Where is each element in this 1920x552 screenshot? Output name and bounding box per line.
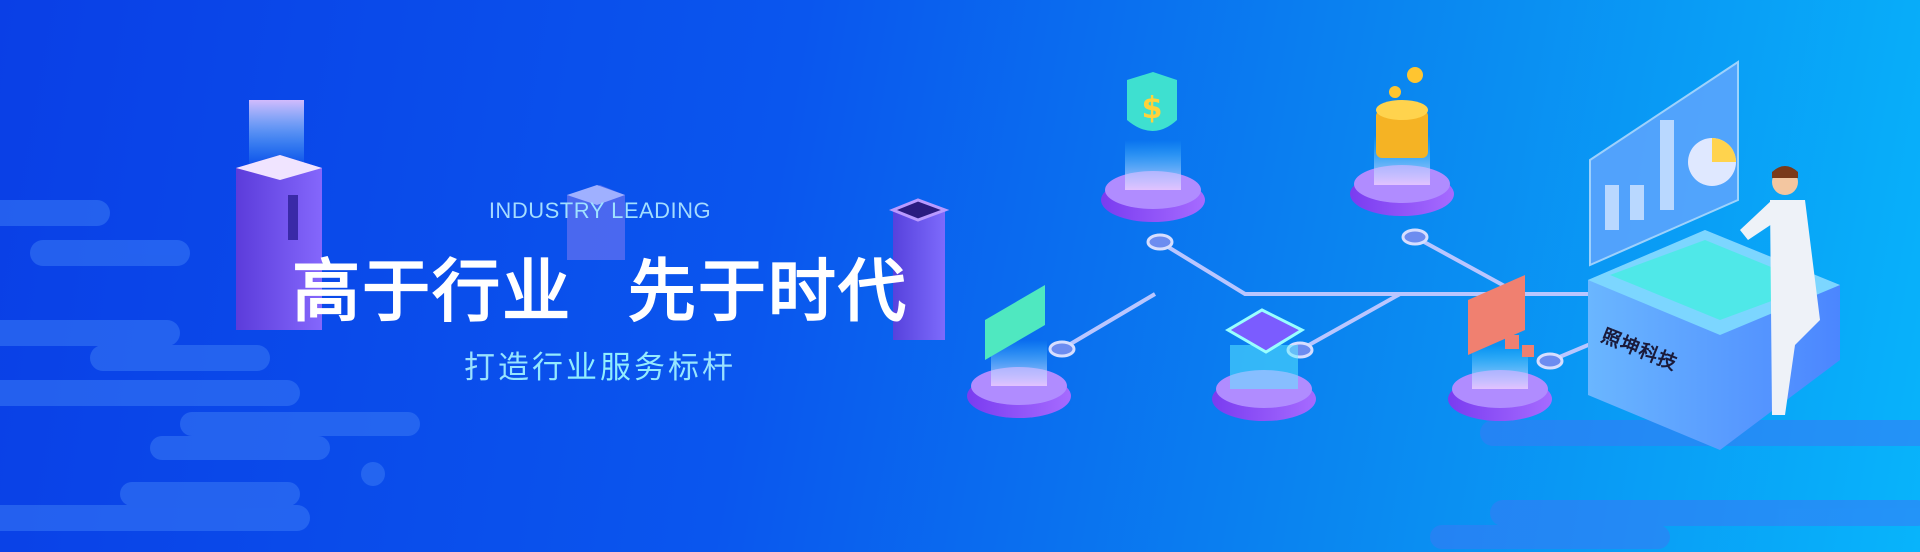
subtitle-english: INDUSTRY LEADING xyxy=(0,198,1200,224)
svg-text:$: $ xyxy=(1142,91,1163,126)
page-title: 高于行业 先于时代 xyxy=(292,253,908,332)
network-nodes xyxy=(1048,228,1564,370)
person-figure xyxy=(1740,166,1820,415)
tagline: 打造行业服务标杆 xyxy=(0,342,1200,387)
decorative-towers xyxy=(236,100,950,340)
server-box xyxy=(1588,60,1840,450)
decorative-stripes xyxy=(0,200,1920,549)
platforms: $ xyxy=(967,67,1552,421)
